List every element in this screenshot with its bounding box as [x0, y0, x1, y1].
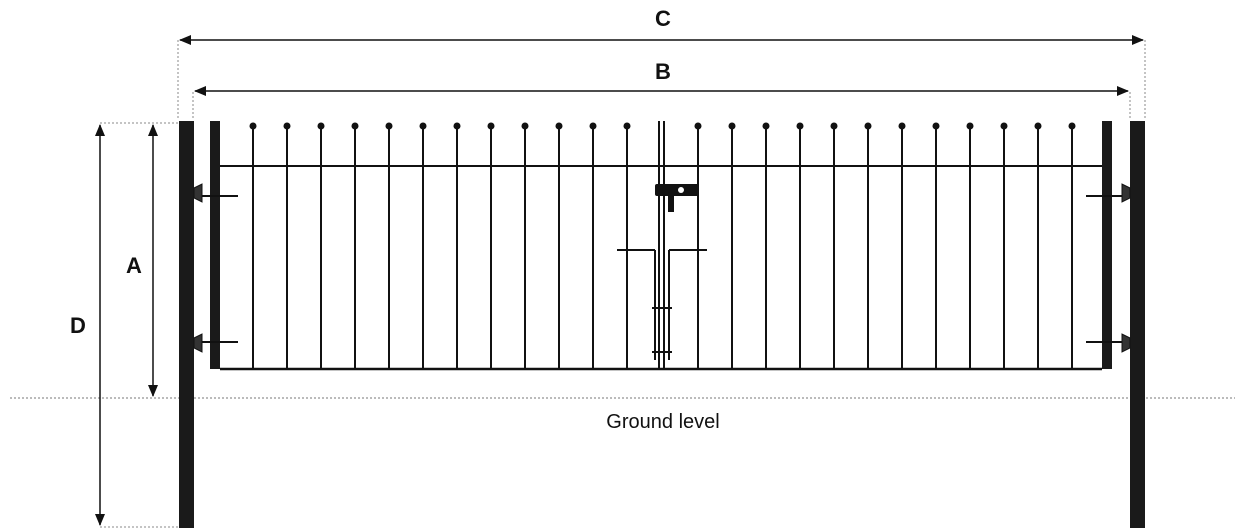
gate-bars [249, 122, 1076, 369]
dimension-b-label: B [655, 59, 671, 84]
right-stile [1102, 121, 1112, 369]
ground-level-label: Ground level [606, 411, 719, 433]
bar-finial [932, 122, 940, 130]
bar-finial [351, 122, 359, 130]
bar-finial [385, 122, 393, 130]
bar-finial [521, 122, 529, 130]
dimension-c-label: C [655, 6, 671, 31]
drop-bolt [617, 249, 707, 360]
bar-finial [1068, 122, 1076, 130]
bar-finial [966, 122, 974, 130]
bar-finial [487, 122, 495, 130]
bar-finial [623, 122, 631, 130]
left-post [179, 121, 194, 528]
bar-finial [796, 122, 804, 130]
bar-finial [555, 122, 563, 130]
bar-finial [249, 122, 257, 130]
dimension-d-label: D [70, 313, 86, 338]
left-stile [210, 121, 220, 369]
centre-stiles [658, 121, 665, 369]
bar-finial [898, 122, 906, 130]
bar-finial [317, 122, 325, 130]
bar-finial [694, 122, 702, 130]
latch [655, 184, 699, 212]
bar-finial [864, 122, 872, 130]
bar-finial [1034, 122, 1042, 130]
gate-rails [220, 165, 1102, 371]
bar-finial [453, 122, 461, 130]
bar-finial [830, 122, 838, 130]
right-post [1130, 121, 1145, 528]
bar-finial [419, 122, 427, 130]
bar-finial [589, 122, 597, 130]
hinges [193, 183, 1131, 353]
bar-finial [283, 122, 291, 130]
dimension-a-label: A [126, 253, 142, 278]
bar-finial [1000, 122, 1008, 130]
bar-finial [762, 122, 770, 130]
bar-finial [728, 122, 736, 130]
extension-lines [100, 40, 1146, 528]
